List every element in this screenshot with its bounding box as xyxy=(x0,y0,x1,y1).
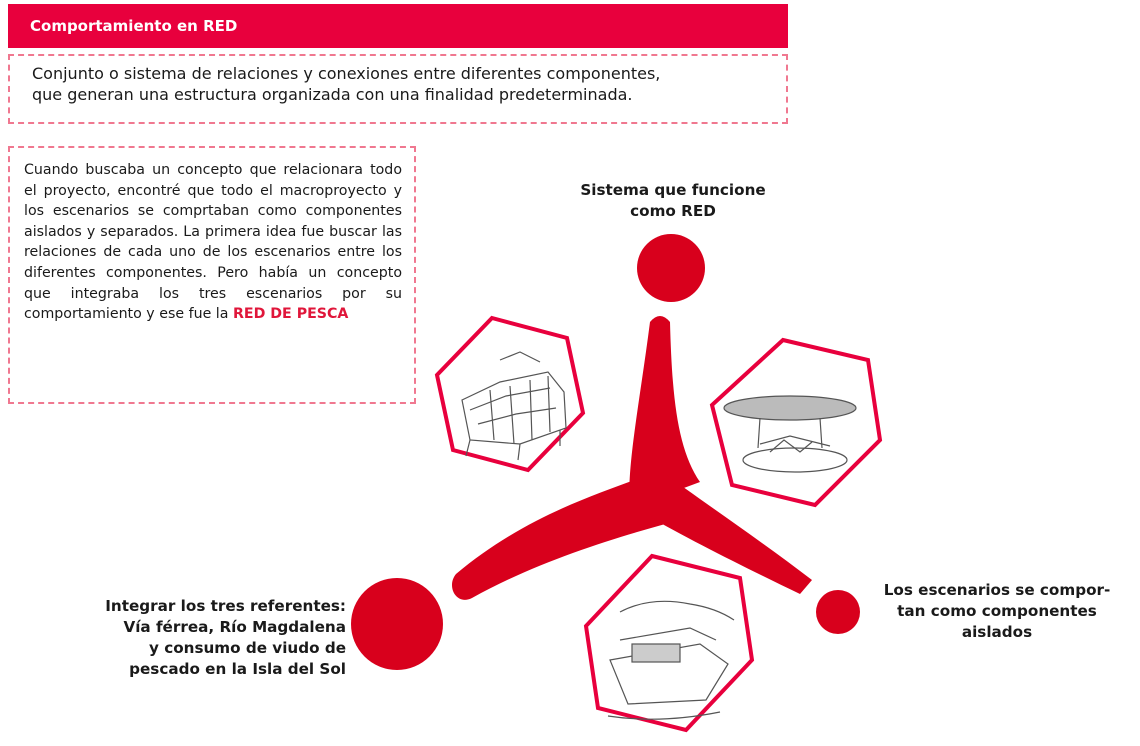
definition-box: Conjunto o sistema de relaciones y conex… xyxy=(8,54,788,124)
arm-left xyxy=(451,478,680,600)
node-top-label-line-1: Sistema que funcione xyxy=(580,181,766,199)
node-right-label: Los escenarios se compor- tan como compo… xyxy=(866,580,1128,643)
node-top xyxy=(637,234,705,302)
section-title: Comportamiento en RED xyxy=(30,17,238,35)
node-right-label-line-1: Los escenarios se compor- xyxy=(883,581,1111,599)
sketch-river-boat-icon xyxy=(607,600,735,720)
sketch-pier-structure-icon xyxy=(461,351,567,461)
node-left-label-line-3: y consumo de viudo de xyxy=(149,639,346,657)
node-left xyxy=(351,578,443,670)
node-top-label-line-2: como RED xyxy=(630,202,716,220)
node-left-label-line-1: Integrar los tres referentes: xyxy=(105,597,346,615)
node-left-label-line-2: Vía férrea, Río Magdalena xyxy=(123,618,346,636)
node-top-label: Sistema que funcione como RED xyxy=(548,180,798,222)
story-text: Cuando buscaba un concepto que relaciona… xyxy=(24,162,402,323)
node-left-label-line-4: pescado en la Isla del Sol xyxy=(129,660,346,678)
arm-top xyxy=(629,316,700,508)
node-right xyxy=(816,590,860,634)
hexagon-image-pier xyxy=(434,315,586,473)
story-highlight: RED DE PESCA xyxy=(232,306,349,323)
arm-right xyxy=(648,470,812,594)
definition-line-2: que generan una estructura organizada co… xyxy=(32,85,633,104)
sketch-canopy-boat-icon xyxy=(723,395,857,473)
definition-line-1: Conjunto o sistema de relaciones y conex… xyxy=(32,64,661,83)
node-left-label: Integrar los tres referentes: Vía férrea… xyxy=(48,596,346,680)
node-right-label-line-2: tan como componentes xyxy=(897,602,1097,620)
story-box: Cuando buscaba un concepto que relaciona… xyxy=(8,146,416,404)
node-right-label-line-3: aislados xyxy=(961,623,1033,641)
network-arms xyxy=(451,316,812,600)
hexagon-image-canopy xyxy=(709,337,883,508)
hexagon-image-river-boat xyxy=(583,553,755,733)
section-header: Comportamiento en RED xyxy=(8,4,788,48)
